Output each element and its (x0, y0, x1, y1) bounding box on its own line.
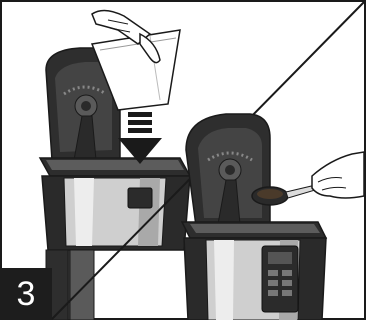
step-number-badge: 3 (0, 268, 52, 320)
